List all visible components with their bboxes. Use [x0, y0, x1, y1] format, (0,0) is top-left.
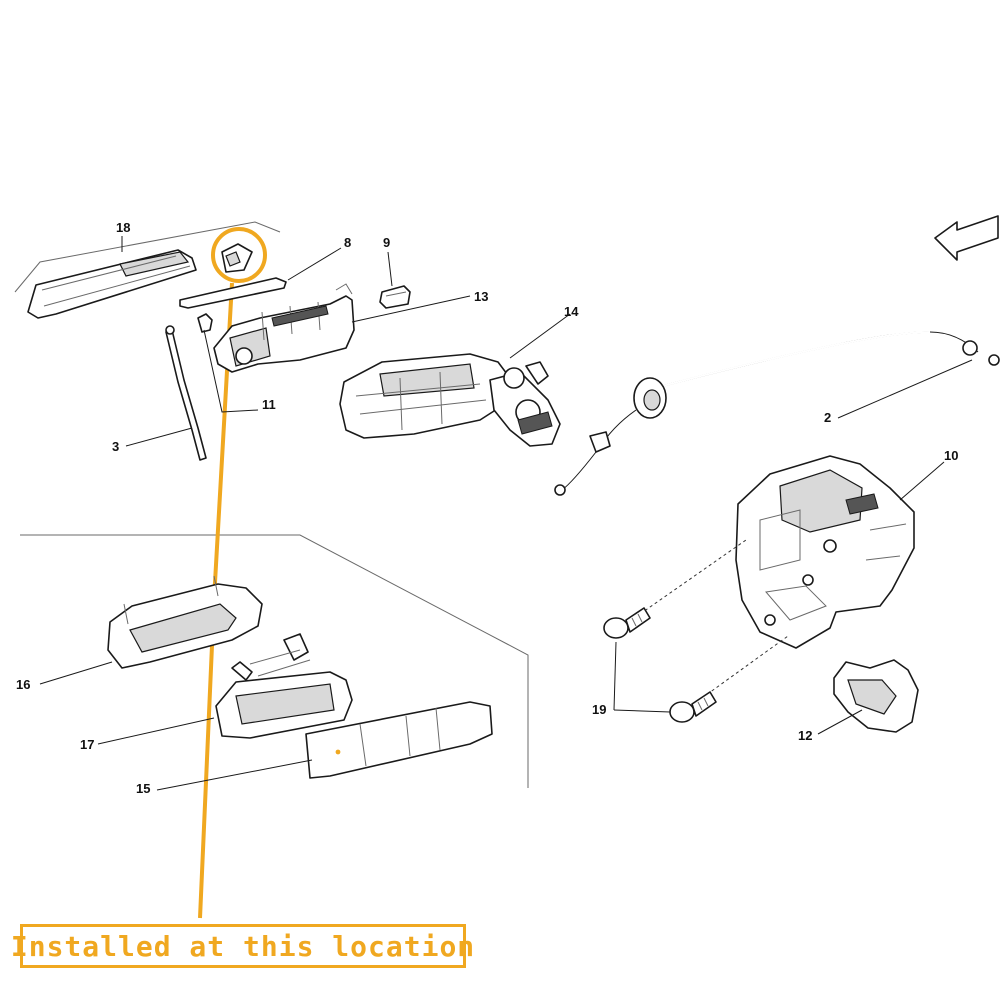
callout-2: 2 [824, 410, 831, 425]
group-frame-lower [20, 534, 529, 788]
assembly-line-upper [639, 539, 747, 615]
part-16-bezel [107, 575, 263, 669]
callout-14: 14 [564, 304, 579, 319]
callout-8: 8 [344, 235, 351, 250]
callout-3: 3 [112, 439, 119, 454]
callout-10: 10 [944, 448, 958, 463]
group-frame-upper [14, 221, 281, 293]
part-8-seal-strip [179, 277, 287, 309]
callout-9: 9 [383, 235, 390, 250]
direction-arrow-icon [934, 215, 999, 261]
part-14-housing [339, 353, 561, 447]
part-18-cover-plate [27, 249, 197, 319]
highlighted-clip [221, 243, 253, 273]
part-2-cable [554, 331, 1000, 496]
part-19-screw-lower [669, 691, 717, 723]
banner-text: Installed at this location [10, 929, 476, 963]
part-13-handle-mechanism [213, 283, 355, 373]
assembly-line-lower [701, 635, 789, 699]
highlight-circle [211, 227, 267, 283]
leader-lines [39, 236, 973, 791]
part-10-lock-actuator [735, 455, 915, 649]
part-15-handle-cover [305, 701, 493, 779]
installed-location-banner: Installed at this location [11, 924, 474, 968]
callout-18: 18 [116, 220, 130, 235]
callout-12: 12 [798, 728, 812, 743]
part-19-screw-upper [603, 607, 651, 639]
callout-13: 13 [474, 289, 488, 304]
callout-19: 19 [592, 702, 606, 717]
callout-17: 17 [80, 737, 94, 752]
callout-15: 15 [136, 781, 150, 796]
part-9-block [379, 285, 411, 309]
part-3-rod [165, 325, 207, 461]
part-17-handle-core [215, 633, 353, 739]
callout-11: 11 [262, 397, 276, 412]
callout-16: 16 [16, 677, 30, 692]
part-11-clip [197, 313, 213, 333]
part-12-bracket [833, 659, 919, 733]
